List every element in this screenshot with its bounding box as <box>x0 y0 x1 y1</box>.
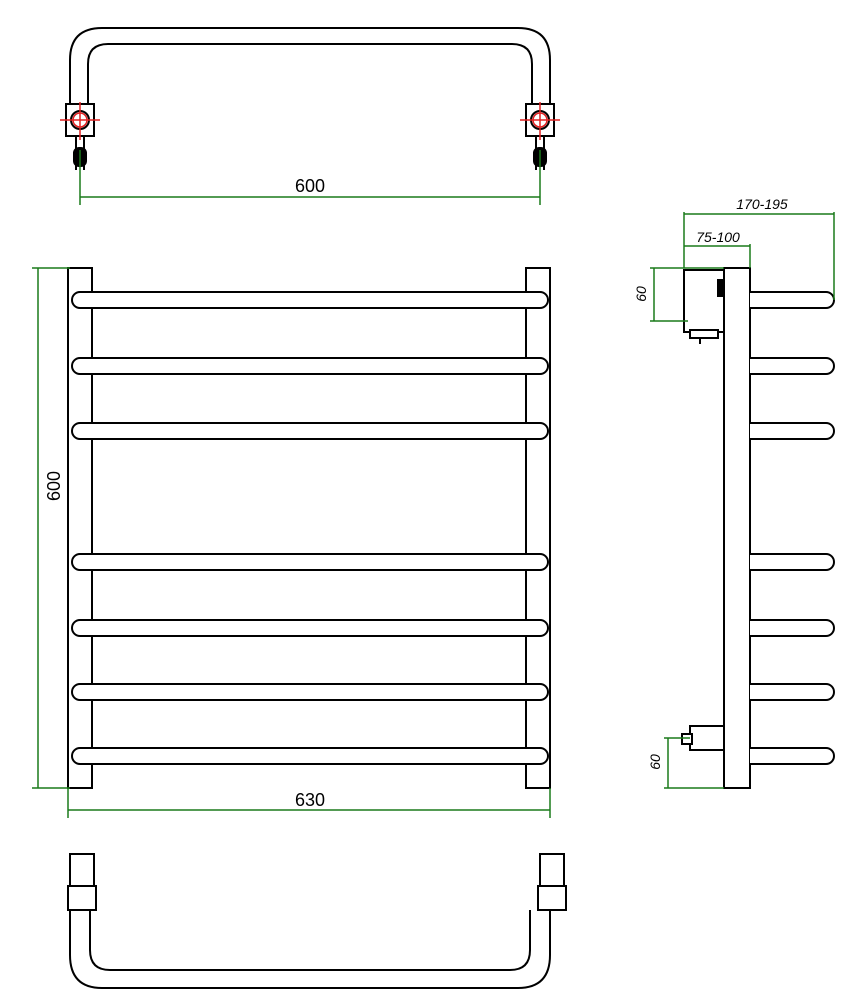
dimension-top-width-label: 600 <box>295 176 325 196</box>
rung-6 <box>71 683 549 701</box>
bottom-right-cap <box>539 853 565 887</box>
dimension-side-bottom-offset-label: 60 <box>647 754 663 770</box>
side-rungs <box>750 291 835 765</box>
side-rung-3 <box>750 422 835 440</box>
side-post <box>723 267 751 789</box>
side-rung-2 <box>750 357 835 375</box>
bottom-view-tube-outer <box>69 910 551 989</box>
rung-7 <box>71 747 549 765</box>
rung-5 <box>71 619 549 637</box>
side-rung-1 <box>750 291 835 309</box>
rung-2 <box>71 357 549 375</box>
bottom-view-tube-inner <box>89 910 531 971</box>
side-bottom-bracket <box>689 725 725 751</box>
front-left-post <box>67 267 93 789</box>
dimension-top-width <box>79 150 541 205</box>
bottom-right-nut <box>537 885 567 911</box>
dimension-front-height <box>32 267 70 789</box>
dimension-side-depth-total-label: 170-195 <box>736 196 788 212</box>
bottom-view <box>67 853 567 989</box>
top-view-tube-inner <box>87 43 533 112</box>
front-right-post <box>525 267 551 789</box>
side-rung-6 <box>750 683 835 701</box>
rung-3 <box>71 422 549 440</box>
dimension-side-depth <box>650 212 835 789</box>
dimension-front-width-label: 630 <box>295 790 325 810</box>
front-rungs <box>71 291 549 765</box>
dimension-front-width <box>67 788 551 818</box>
side-rung-4 <box>750 553 835 571</box>
side-rung-7 <box>750 747 835 765</box>
bottom-left-cap <box>69 853 95 887</box>
rung-4 <box>71 553 549 571</box>
top-view <box>65 27 555 170</box>
side-rung-5 <box>750 619 835 637</box>
mount-crosshairs <box>60 102 560 140</box>
front-view <box>67 267 551 789</box>
dimension-side-depth-wall-label: 75-100 <box>696 229 740 245</box>
dimension-side-top-offset-label: 60 <box>633 286 649 302</box>
top-view-tube-outer <box>69 27 551 112</box>
dimension-front-height-label: 600 <box>44 471 64 501</box>
rung-1 <box>71 291 549 309</box>
side-view <box>681 267 835 789</box>
bottom-left-nut <box>67 885 97 911</box>
